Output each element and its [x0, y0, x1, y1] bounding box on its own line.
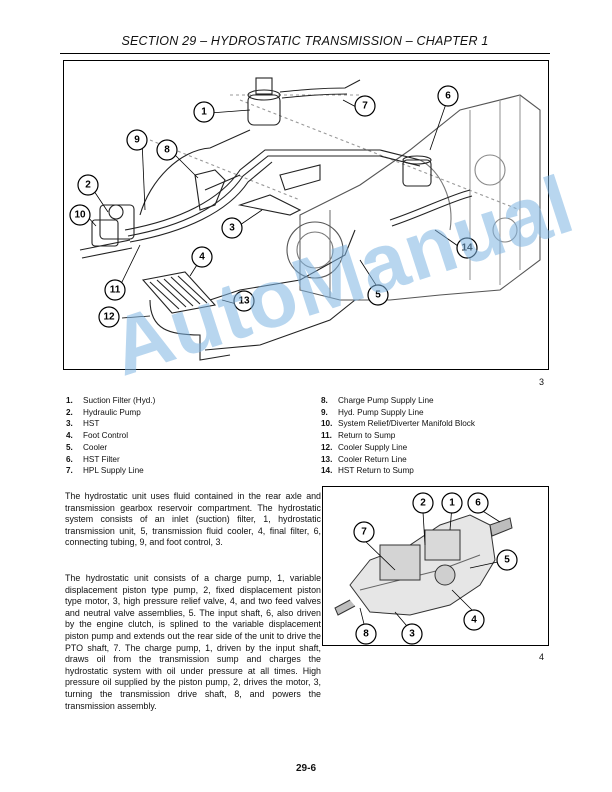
legend-item: 7.HPL Supply Line — [66, 466, 144, 476]
legend-item: 2.Hydraulic Pump — [66, 407, 141, 417]
fig4-callout-7: 7 — [353, 521, 375, 543]
legend-item: 6.HST Filter — [66, 454, 120, 464]
legend-item: 9.Hyd. Pump Supply Line — [321, 407, 424, 417]
legend-item: 1.Suction Filter (Hyd.) — [66, 396, 156, 405]
callout-3: 3 — [221, 217, 243, 239]
callout-11: 11 — [104, 279, 126, 301]
callout-7: 7 — [354, 95, 376, 117]
svg-text:8: 8 — [363, 629, 369, 640]
svg-text:1: 1 — [201, 107, 207, 118]
legend-right: 8.Charge Pump Supply Line 9.Hyd. Pump Su… — [321, 395, 475, 477]
legend-item: 13.Cooler Return Line — [321, 454, 407, 464]
section-header: SECTION 29 – HYDROSTATIC TRANSMISSION – … — [121, 34, 489, 48]
callout-4: 4 — [191, 246, 213, 268]
callout-2: 2 — [77, 174, 99, 196]
legend-item: 8.Charge Pump Supply Line — [321, 396, 434, 405]
svg-text:7: 7 — [361, 527, 367, 538]
legend-left: 1.Suction Filter (Hyd.) 2.Hydraulic Pump… — [66, 395, 155, 477]
body-paragraph-2: The hydrostatic unit consists of a charg… — [65, 573, 321, 711]
svg-text:10: 10 — [74, 210, 86, 221]
fig4-callout-4: 4 — [463, 609, 485, 631]
legend-item: 5.Cooler — [66, 442, 108, 452]
callout-13: 13 — [233, 290, 255, 312]
legend-item: 4.Foot Control — [66, 431, 129, 441]
fig4-callout-1: 1 — [441, 492, 463, 514]
svg-text:3: 3 — [229, 223, 235, 234]
figure-3-number: 3 — [539, 377, 545, 387]
legend-item: 14.HST Return to Sump — [321, 466, 414, 476]
fig4-callout-6: 6 — [467, 492, 489, 514]
legend-item: 3.HST — [66, 419, 100, 429]
svg-text:6: 6 — [445, 91, 451, 102]
legend-item: 11.Return to Sump — [321, 431, 396, 441]
callout-5: 5 — [367, 284, 389, 306]
svg-text:7: 7 — [362, 101, 368, 112]
page-number: 29-6 — [295, 763, 316, 774]
fig4-callout-8: 8 — [355, 623, 377, 645]
fig4-callout-2: 2 — [412, 492, 434, 514]
callout-9: 9 — [126, 129, 148, 151]
svg-text:14: 14 — [461, 243, 473, 254]
figure-4-frame — [322, 486, 549, 646]
svg-text:2: 2 — [420, 498, 426, 509]
svg-text:4: 4 — [471, 615, 477, 626]
callout-10: 10 — [69, 204, 91, 226]
fig4-callout-3: 3 — [401, 623, 423, 645]
header-rule — [60, 53, 550, 54]
svg-text:6: 6 — [475, 498, 481, 509]
body-paragraph-1: The hydrostatic unit uses fluid containe… — [65, 491, 321, 548]
svg-text:8: 8 — [164, 145, 170, 156]
svg-text:3: 3 — [409, 629, 415, 640]
callout-14: 14 — [456, 237, 478, 259]
svg-text:1: 1 — [449, 498, 455, 509]
fig4-callout-5: 5 — [496, 549, 518, 571]
svg-text:9: 9 — [134, 135, 140, 146]
figure-4-number: 4 — [539, 652, 545, 662]
legend-item: 12.Cooler Supply Line — [321, 442, 408, 452]
callout-6: 6 — [437, 85, 459, 107]
svg-text:5: 5 — [504, 555, 510, 566]
svg-text:2: 2 — [85, 180, 91, 191]
svg-text:13: 13 — [238, 296, 250, 307]
callout-1: 1 — [193, 101, 215, 123]
callout-12: 12 — [98, 306, 120, 328]
svg-text:5: 5 — [375, 290, 381, 301]
legend-item: 10.System Relief/Diverter Manifold Block — [321, 419, 475, 429]
svg-text:4: 4 — [199, 252, 205, 263]
svg-text:12: 12 — [103, 312, 115, 323]
svg-text:11: 11 — [110, 285, 121, 296]
figure-3-frame — [63, 60, 549, 370]
callout-8: 8 — [156, 139, 178, 161]
figure-4-drawing — [334, 505, 513, 633]
